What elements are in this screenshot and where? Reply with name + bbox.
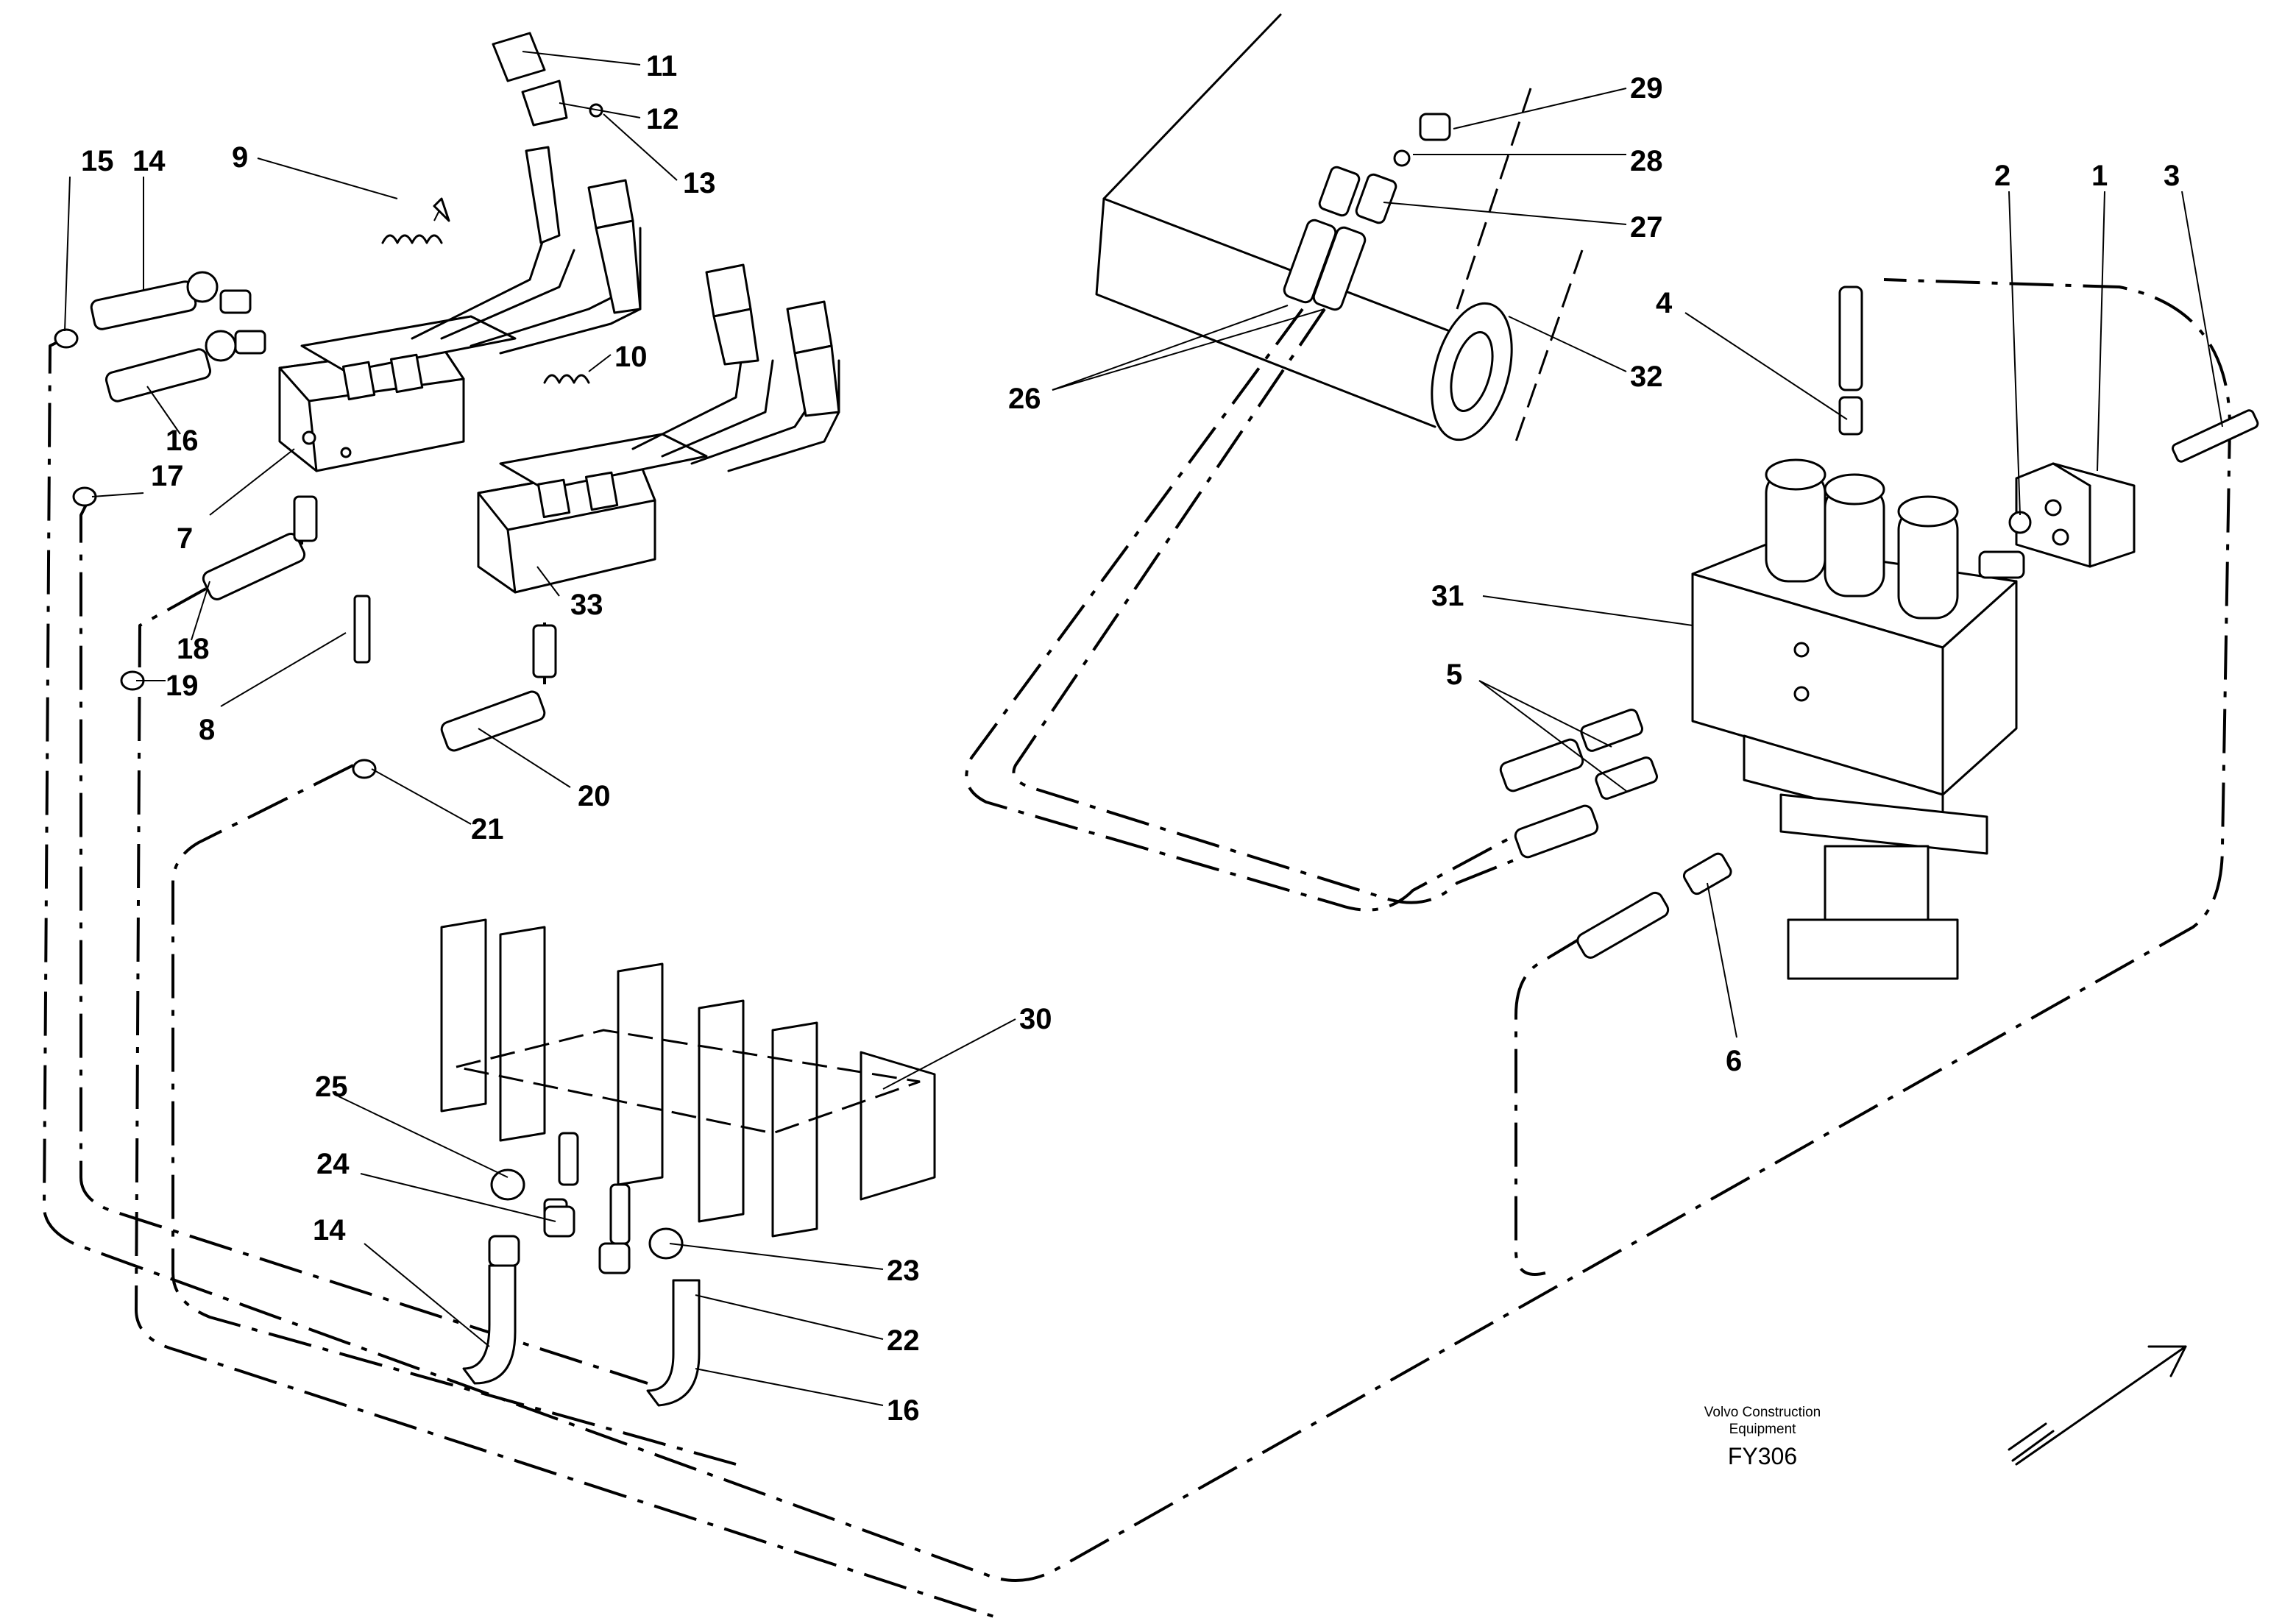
pedal-valve-33 [477,263,840,594]
drawing-code: FY306 [1728,1443,1797,1469]
callout-16-upper: 16 [166,425,199,457]
pilot-block-1 [2008,409,2259,568]
direction-arrow-icon [2008,1345,2187,1466]
callout-11: 11 [646,50,677,82]
swivel-cylinder-32 [1095,13,1584,442]
callout-4: 4 [1656,287,1673,319]
callout-18: 18 [177,633,210,665]
callout-13: 13 [683,167,716,199]
callout-24: 24 [316,1148,350,1180]
callout-15: 15 [81,145,114,177]
callout-14-upper: 14 [132,145,166,177]
brand-line-2: Equipment [1729,1422,1797,1437]
springs-9-10 [381,197,590,384]
leader-lines [64,51,2223,1406]
callout-6: 6 [1726,1045,1742,1077]
callout-20: 20 [578,780,611,812]
callout-27: 27 [1630,211,1663,244]
fittings-22-25 [462,1168,701,1407]
callout-7: 7 [177,522,193,555]
callout-30: 30 [1019,1003,1052,1035]
callout-21: 21 [471,813,504,845]
callout-19: 19 [166,670,199,702]
fittings-left [54,271,557,779]
fittings-4-5-6 [1499,285,1863,959]
callout-2: 2 [1994,160,2010,192]
callout-9: 9 [232,141,248,174]
brand-line-1: Volvo Construction [1704,1405,1821,1420]
pedal-pad-11 [492,32,546,82]
callout-1: 1 [2091,160,2108,192]
footer-brand: Volvo Construction Equipment FY306 [1704,1405,1821,1469]
callout-31: 31 [1431,580,1464,612]
callout-8: 8 [199,714,215,746]
callout-16-lower: 16 [887,1394,920,1427]
callout-32: 32 [1630,361,1663,393]
callout-28: 28 [1630,145,1663,177]
callout-23: 23 [887,1255,920,1287]
callout-5: 5 [1446,659,1462,691]
valve-block-30 [440,918,936,1245]
callout-3: 3 [2164,160,2180,192]
callout-14-lower: 14 [313,1214,346,1246]
callout-22: 22 [887,1324,920,1357]
callout-25: 25 [315,1071,348,1103]
callout-29: 29 [1630,72,1663,104]
control-valve-31 [1691,458,2025,980]
callout-labels: 1 2 3 4 5 6 7 8 9 10 11 12 13 14 14 15 1… [81,50,2180,1427]
callout-17: 17 [151,460,184,492]
callout-12: 12 [646,103,679,135]
hose-routing [43,278,2231,1620]
callout-10: 10 [614,341,648,373]
callout-26: 26 [1008,383,1041,415]
pedal-12-13 [521,79,603,127]
callout-33: 33 [570,589,603,621]
pedal-valve-7 [278,146,642,472]
fittings-26-29 [1283,113,1451,311]
